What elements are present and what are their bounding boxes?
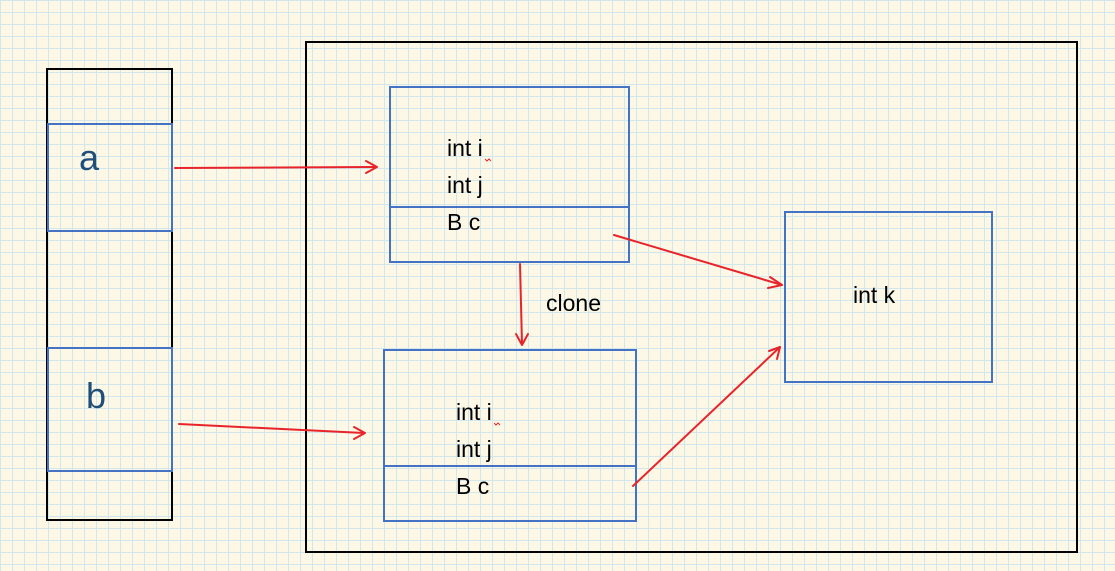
stack-slot-a [47,123,173,232]
clone-label: clone [546,290,601,316]
stack-frame [46,68,173,521]
object-c-box [784,211,993,383]
arrow-a-c-to-k [613,234,783,289]
arrow-clone [515,263,529,346]
var-a-label: a [79,137,100,178]
object-a-divider [389,206,630,208]
object-c-field-k: int k [853,282,896,308]
spellcheck-squiggle-icon [494,422,500,426]
stack-slot-b [47,347,173,472]
object-b-field-i: int i [456,399,492,425]
object-a-box [389,86,630,263]
arrow-a-to-object [174,160,378,174]
arrow-b-to-object [178,423,366,440]
arrow-b-c-to-k [632,346,781,487]
heap-frame [305,41,1078,553]
object-b-divider [383,465,637,467]
object-a-field-j: int j [447,172,483,198]
var-b-label: b [86,375,107,416]
object-a-field-i: int i [447,135,483,161]
object-a-field-c: B c [447,209,481,235]
object-b-box [383,349,637,522]
spellcheck-squiggle-icon [485,158,491,162]
object-b-field-j: int j [456,436,492,462]
object-b-field-c: B c [456,473,490,499]
